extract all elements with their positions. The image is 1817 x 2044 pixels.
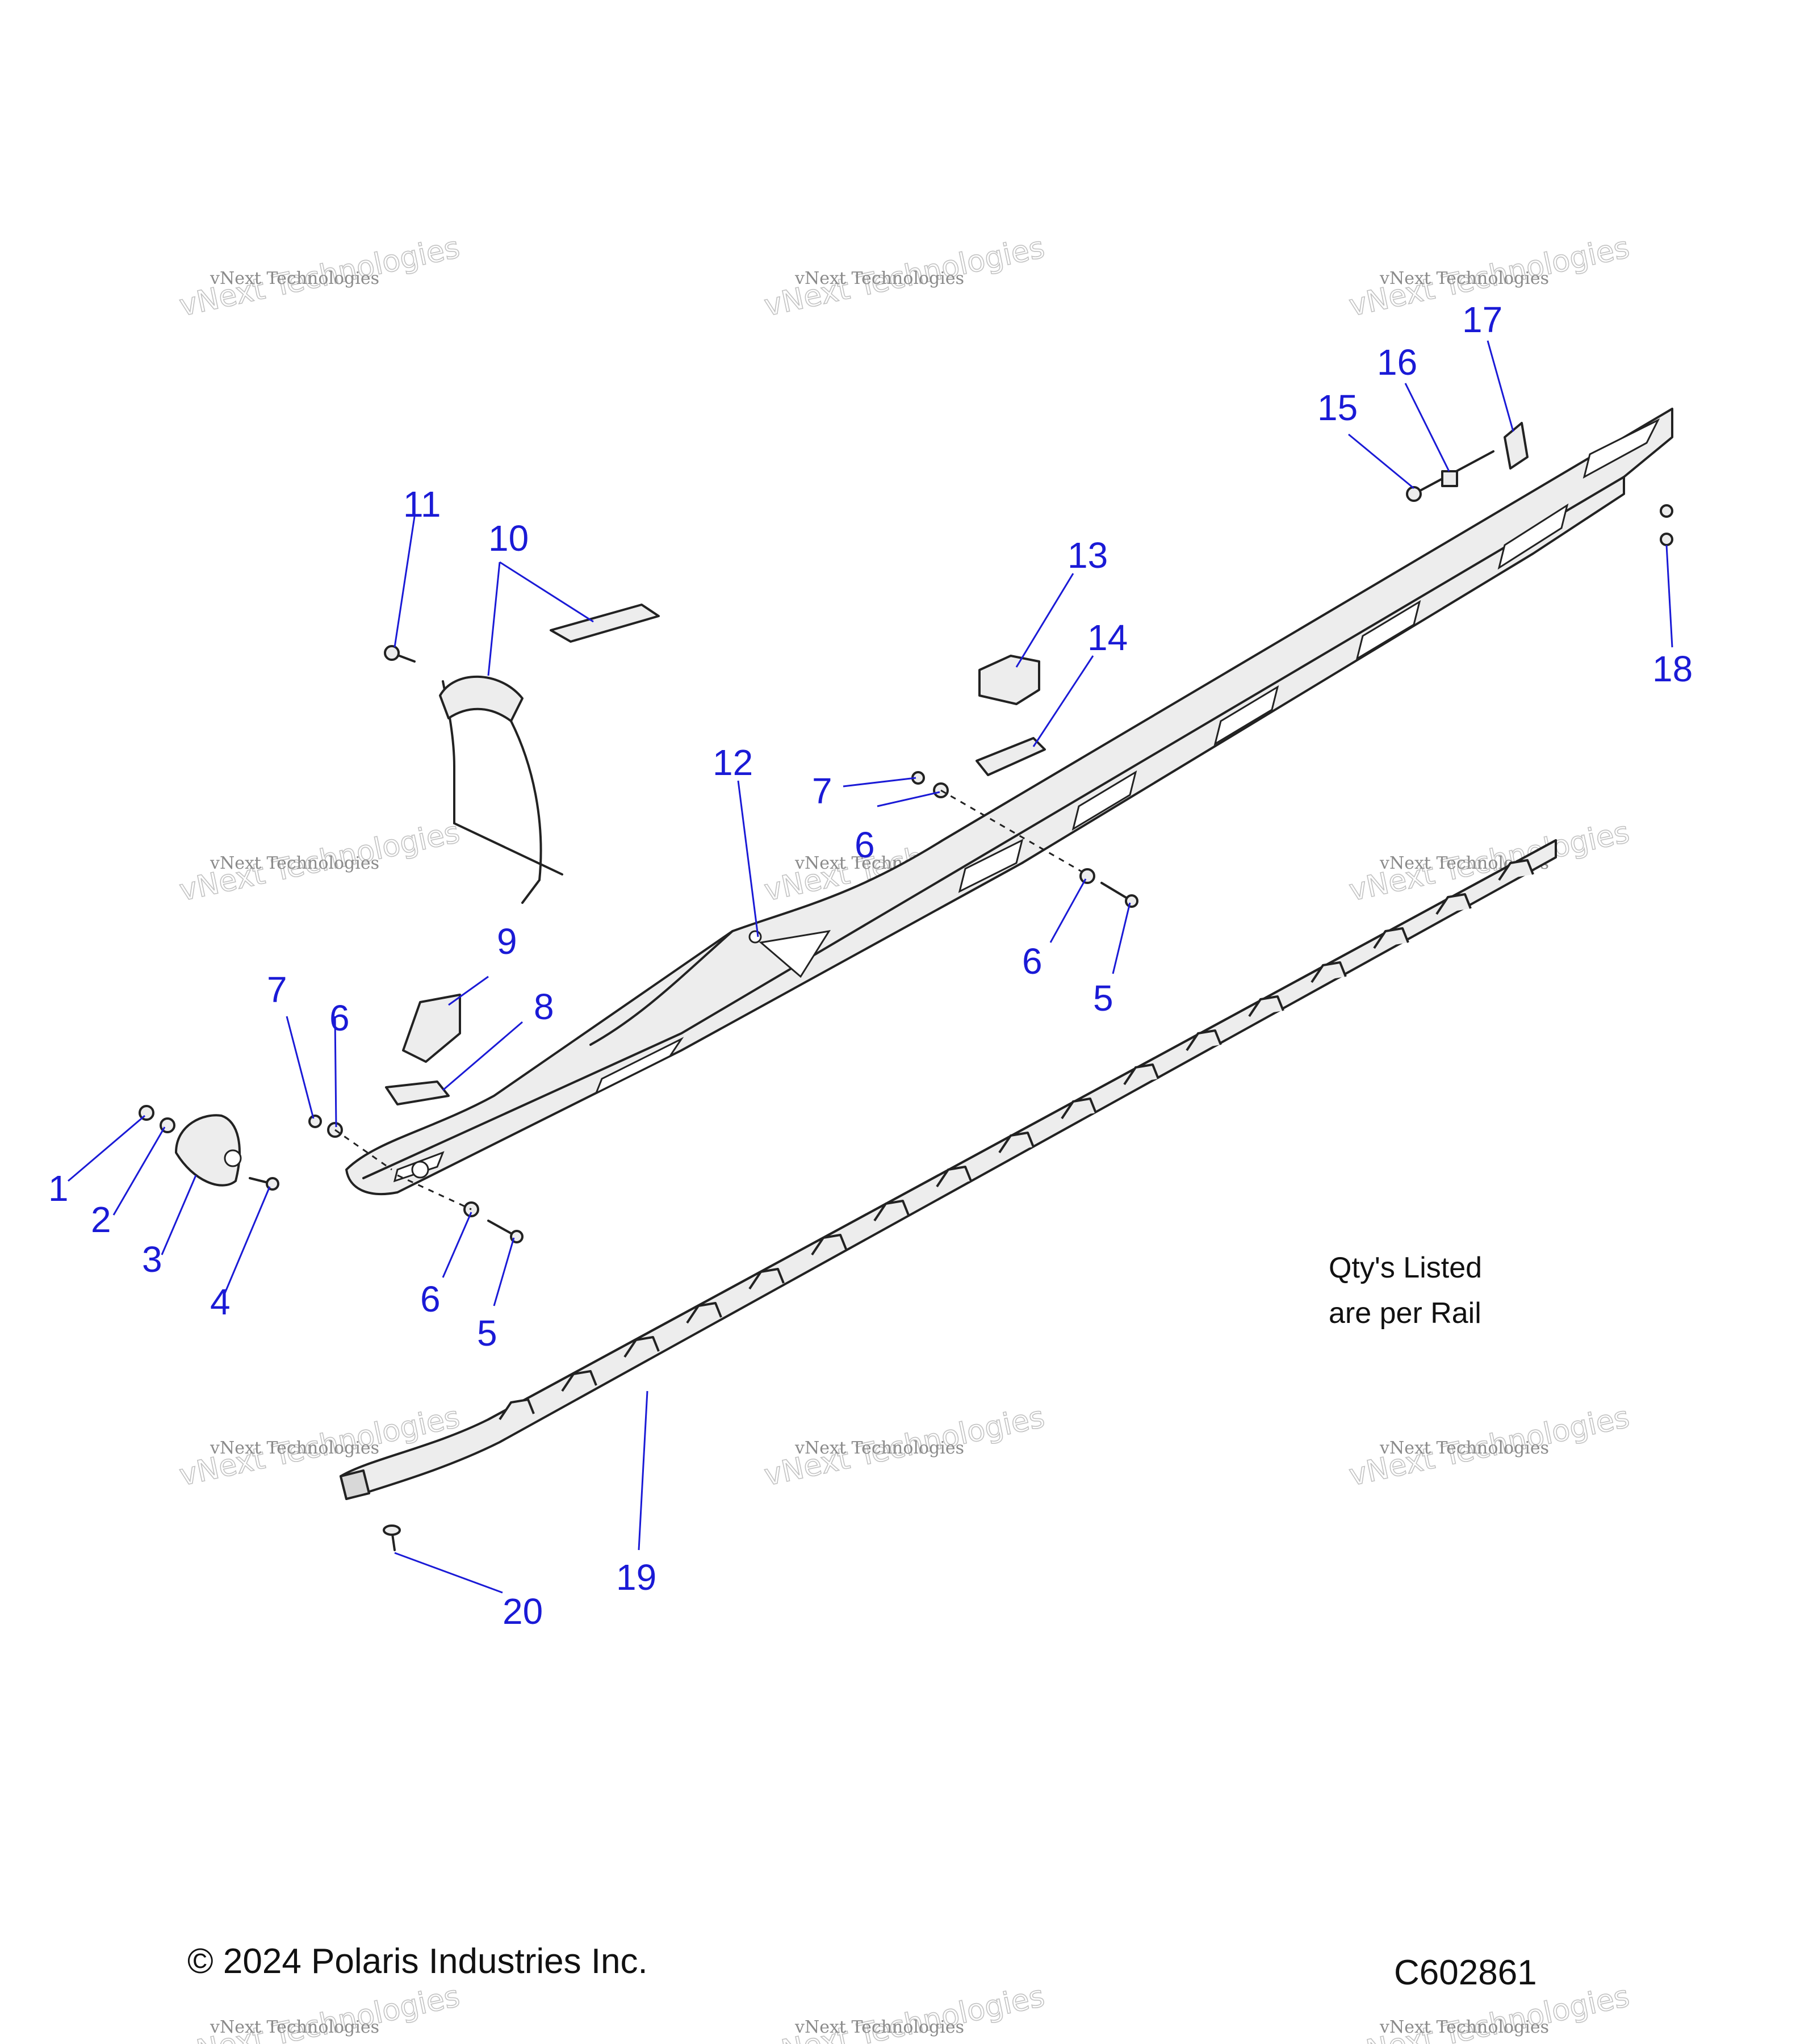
drawing-number: C602861 <box>1394 1953 1537 1992</box>
jam-nut-16 <box>1441 470 1458 487</box>
washer-6-mid-lower <box>1079 868 1095 884</box>
watermark: vNext Technologies vNext Technologies <box>176 1979 463 2044</box>
callout-8: 8 <box>534 986 554 1027</box>
watermark-text: vNext Technologies <box>210 1438 379 1458</box>
watermark-text: vNext Technologies <box>210 269 379 288</box>
callout-13: 13 <box>1067 535 1108 576</box>
callout-5-lower: 5 <box>477 1313 497 1354</box>
watermark: vNext Technologies vNext Technologies <box>761 230 1048 324</box>
callout-10: 10 <box>488 518 529 559</box>
callout-9: 9 <box>497 921 517 962</box>
wear-pad-14 <box>976 737 1046 776</box>
hardware <box>139 422 1673 1551</box>
watermark-text: vNext Technologies <box>1379 2017 1549 2037</box>
watermark-text: vNext Technologies <box>1379 269 1549 288</box>
callout-14: 14 <box>1087 617 1128 658</box>
callout-6-mid: 6 <box>855 824 875 865</box>
bolt-5-lower <box>487 1220 515 1236</box>
callout-3: 3 <box>142 1239 162 1280</box>
bumper-3 <box>175 1114 241 1187</box>
callout-12: 12 <box>713 742 753 783</box>
watermark-text: vNext Technologies <box>794 1438 964 1458</box>
copyright-text: © 2024 Polaris Industries Inc. <box>187 1942 648 1981</box>
callout-1: 1 <box>48 1168 69 1209</box>
retainer-10 <box>550 604 660 643</box>
callout-11: 11 <box>403 484 441 525</box>
watermark: vNext Technologies vNext Technologies <box>761 1979 1048 2044</box>
callout-7-mid: 7 <box>812 770 832 811</box>
callout-17: 17 <box>1462 299 1502 340</box>
qty-note-line-1: Qty's Listed <box>1329 1251 1482 1284</box>
callout-6-front: 6 <box>329 998 350 1038</box>
rail-teeth <box>499 859 1534 1421</box>
watermark: vNext Technologies vNext Technologies <box>176 230 463 324</box>
watermark-layer: vNext Technologies vNext Technologies vN… <box>176 230 1633 2044</box>
plug-18 <box>1660 504 1673 518</box>
callout-6-lower: 6 <box>420 1279 441 1320</box>
slide-rail <box>340 839 1557 1500</box>
callout-19: 19 <box>616 1557 656 1598</box>
callout-2: 2 <box>91 1199 111 1240</box>
watermark-text: vNext Technologies <box>794 269 964 288</box>
watermark: vNext Technologies vNext Technologies <box>761 1400 1048 1493</box>
watermark-text: vNext Technologies <box>210 2017 379 2037</box>
callout-7-front: 7 <box>267 969 287 1010</box>
bracket-9 <box>402 994 461 1063</box>
callout-16: 16 <box>1377 342 1417 383</box>
leader-lines <box>68 340 1673 1594</box>
block-13 <box>978 655 1040 705</box>
callout-20: 20 <box>503 1591 543 1632</box>
watermark: vNext Technologies vNext Technologies <box>1346 1400 1633 1493</box>
callout-labels: 1 2 3 4 5 5 6 6 6 6 7 7 8 9 10 11 12 13 … <box>48 299 1693 1632</box>
callout-18: 18 <box>1652 648 1693 689</box>
callout-5-mid: 5 <box>1093 978 1113 1019</box>
watermark-text: vNext Technologies <box>794 2017 964 2037</box>
callout-15: 15 <box>1317 387 1358 428</box>
wear-block-8 <box>385 1080 450 1105</box>
watermark-text: vNext Technologies <box>210 853 379 873</box>
bolt-5-mid <box>1100 882 1131 901</box>
qty-note-line-2: are per Rail <box>1329 1297 1481 1330</box>
watermark: vNext Technologies vNext Technologies <box>176 815 463 908</box>
nut-7-front <box>308 1115 322 1128</box>
callout-6-mid-lower: 6 <box>1022 941 1043 982</box>
callout-4: 4 <box>210 1281 231 1322</box>
watermark-text: vNext Technologies <box>1379 1438 1549 1458</box>
plug-18 <box>1660 533 1673 546</box>
main-rail <box>345 408 1673 1195</box>
spring-coil-10 <box>439 675 524 722</box>
adjuster-bracket-17 <box>1504 422 1529 470</box>
